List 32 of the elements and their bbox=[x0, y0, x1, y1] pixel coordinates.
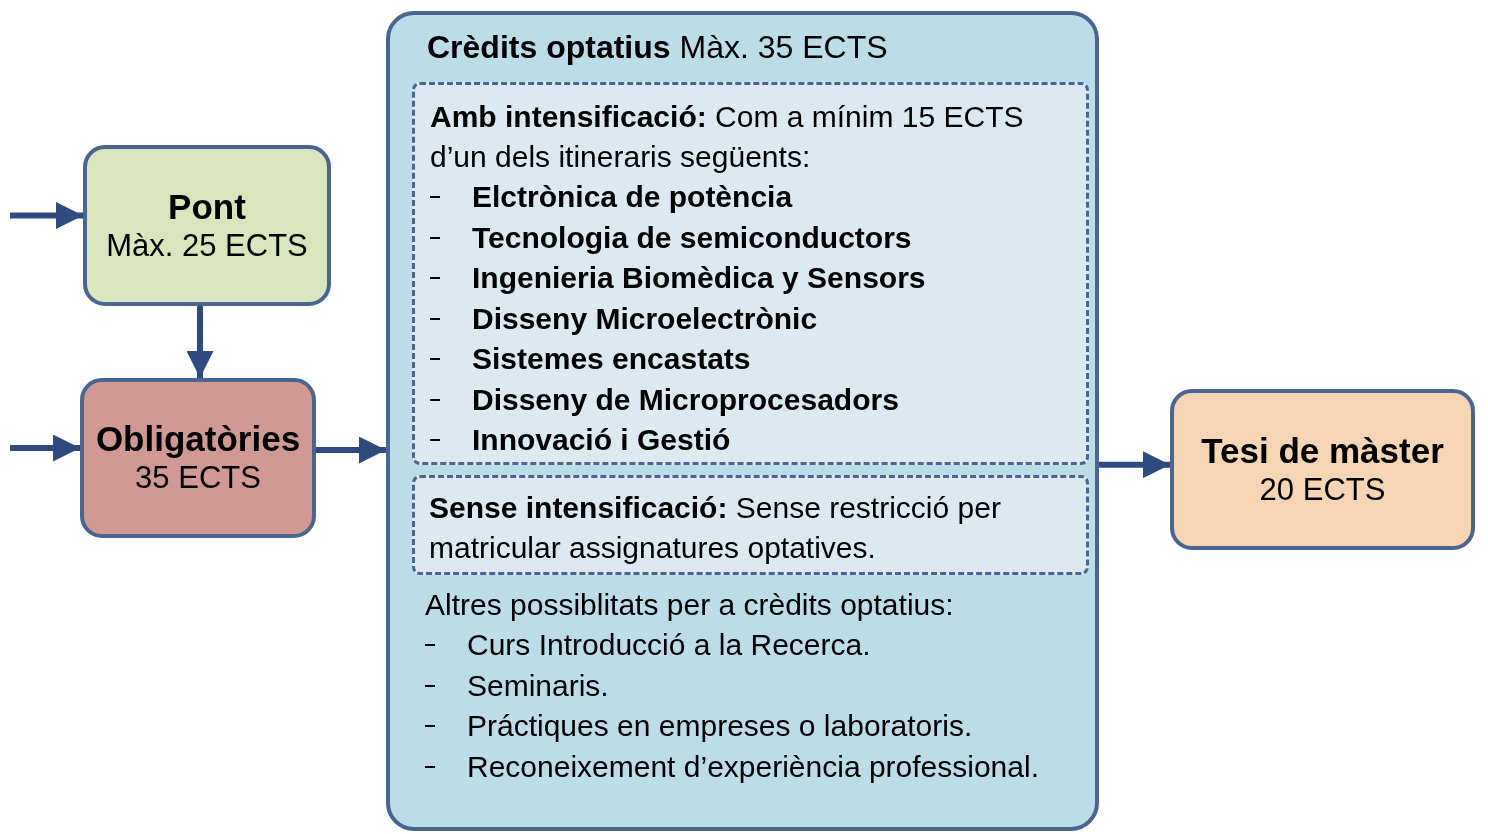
list-item: Práctiques en empreses o laboratoris. bbox=[467, 708, 973, 744]
list-item: Innovació i Gestió bbox=[472, 422, 731, 458]
arrow bbox=[186, 306, 214, 378]
node-subtitle: 35 ECTS bbox=[135, 459, 261, 497]
list-item: Tecnologia de semiconductors bbox=[472, 219, 912, 256]
description: Sense intensificació: Sense restricció per matricular assignatures optatives. bbox=[429, 490, 1002, 566]
group-heading: Crèdits optatius Màx. 35 ECTS bbox=[427, 28, 888, 67]
node-title: Pont bbox=[168, 186, 246, 227]
list-item: Disseny de Microprocesadors bbox=[472, 381, 899, 418]
node-subtitle: 20 ECTS bbox=[1259, 470, 1386, 509]
process-box bbox=[1170, 389, 1475, 550]
list-item: Ingenieria Biomèdica y Sensors bbox=[472, 260, 926, 296]
list-intro: Altres possiblitats per a crèdits optatius: bbox=[425, 587, 955, 623]
dashed-group-box bbox=[412, 475, 1089, 575]
node-title: Obligatòries bbox=[95, 419, 301, 459]
process-box bbox=[80, 378, 316, 538]
group-box bbox=[386, 11, 1099, 831]
list-item: Curs Introducció a la Recerca. bbox=[467, 627, 871, 663]
list-intro: Amb intensificació: Com a mínim 15 ECTS d’un dels itineraris següents: bbox=[430, 99, 1025, 175]
list-item: Elctrònica de potència bbox=[472, 179, 793, 215]
list-item: Reconeixement d’experiència professional. bbox=[467, 748, 1039, 785]
arrow bbox=[10, 434, 80, 462]
list-item: Sistemes encastats bbox=[472, 341, 751, 377]
arrow bbox=[316, 436, 386, 464]
node-subtitle: Màx. 25 ECTS bbox=[106, 226, 308, 265]
dashed-group-box bbox=[412, 82, 1089, 465]
node-title: Tesi de màster bbox=[1201, 430, 1444, 471]
process-box bbox=[83, 145, 331, 306]
arrow bbox=[1099, 451, 1170, 479]
list-item: Seminaris. bbox=[467, 667, 609, 704]
list-item: Disseny Microelectrònic bbox=[472, 300, 818, 337]
arrow bbox=[10, 202, 83, 229]
